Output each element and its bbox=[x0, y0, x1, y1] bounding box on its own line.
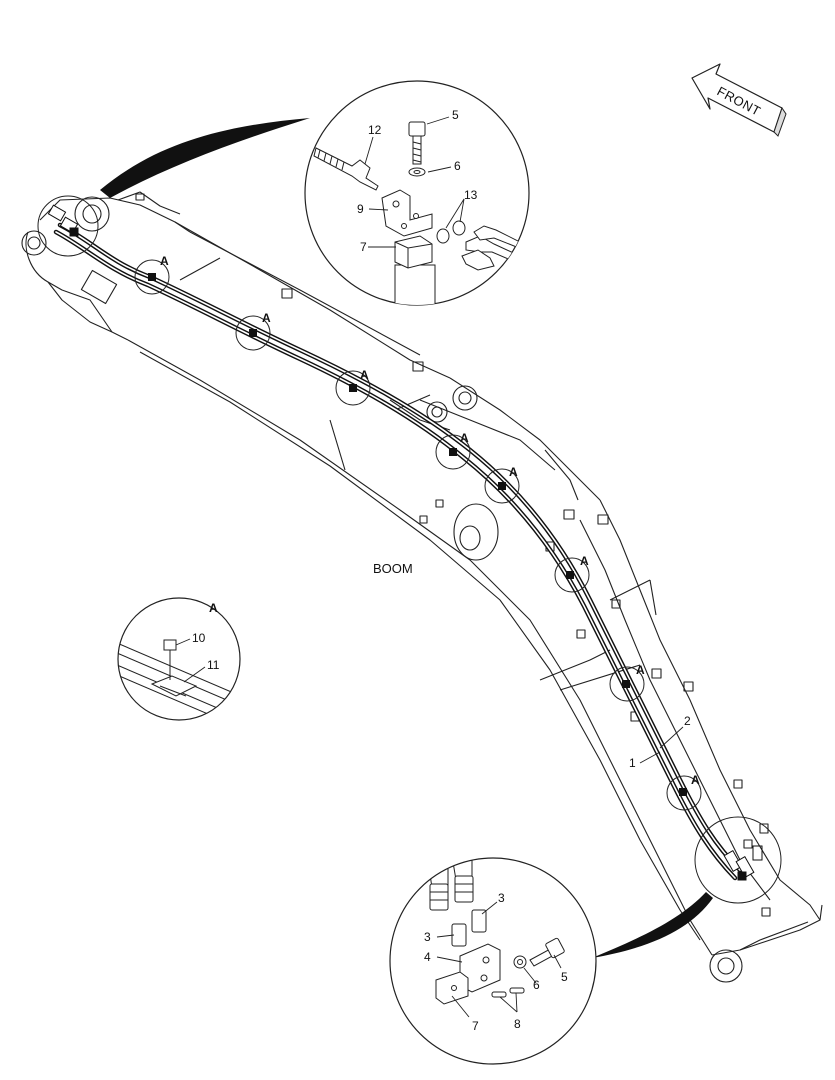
callout-bolt-bottom: 5 bbox=[561, 970, 568, 984]
clamp-markers: A A A A A A A bbox=[134, 254, 702, 811]
boom-structure bbox=[21, 191, 823, 983]
leader-swoosh-top bbox=[100, 118, 310, 198]
clamp-marker: A bbox=[134, 254, 170, 295]
hose-labels: 2 1 bbox=[629, 714, 691, 770]
detail-a: A 10 11 bbox=[117, 597, 241, 721]
clamp-marker: A bbox=[484, 465, 520, 504]
clamp-marker: A bbox=[335, 368, 371, 406]
fitting-cluster-top bbox=[47, 204, 79, 237]
callout-washer-bottom: 6 bbox=[533, 978, 540, 992]
hose-1-label: 1 bbox=[629, 756, 636, 770]
callout-washer: 6 bbox=[454, 159, 461, 173]
callout-clamp: 11 bbox=[207, 658, 220, 672]
callout-bracket-bottom: 4 bbox=[424, 950, 431, 964]
callout-bolt-a: 10 bbox=[192, 631, 206, 645]
fitting-cluster-bottom bbox=[723, 845, 763, 881]
clamp-marker-label: A bbox=[262, 311, 271, 325]
callout-pins: 8 bbox=[514, 1017, 521, 1031]
callout-bolt: 5 bbox=[452, 108, 459, 122]
hose-run bbox=[53, 222, 743, 881]
clamp-marker-label: A bbox=[360, 368, 369, 382]
callout-adapter: 12 bbox=[368, 123, 382, 137]
source-circles bbox=[37, 195, 782, 904]
clamp-marker-label: A bbox=[580, 554, 589, 568]
boom-label: BOOM bbox=[373, 561, 413, 576]
callout-adapter-upper: 3 bbox=[498, 891, 505, 905]
callout-bracket: 9 bbox=[357, 202, 364, 216]
hose-2-label: 2 bbox=[684, 714, 691, 728]
clamp-marker-label: A bbox=[691, 773, 700, 787]
front-arrow: FRONT bbox=[691, 63, 787, 137]
clamp-marker: A bbox=[235, 311, 271, 351]
callout-block: 7 bbox=[360, 240, 367, 254]
callout-adapter-lower: 3 bbox=[424, 930, 431, 944]
detail-bottom: 3 3 4 6 5 7 8 bbox=[389, 857, 597, 1065]
callout-block-bottom: 7 bbox=[472, 1019, 479, 1033]
clamp-marker: A bbox=[666, 773, 702, 811]
detail-a-title: A bbox=[209, 601, 218, 615]
clamp-marker: A bbox=[554, 554, 590, 593]
clamp-marker: A bbox=[435, 431, 471, 470]
clamp-marker-label: A bbox=[160, 254, 169, 268]
clamp-marker-label: A bbox=[460, 431, 469, 445]
callout-fitting: 13 bbox=[464, 188, 478, 202]
detail-top: 12 5 6 9 7 13 bbox=[304, 80, 530, 306]
leader-swoosh-bottom bbox=[592, 892, 713, 958]
clamp-marker-label: A bbox=[509, 465, 518, 479]
clamp-marker-label: A bbox=[636, 663, 645, 677]
clamp-marker: A bbox=[609, 663, 645, 702]
